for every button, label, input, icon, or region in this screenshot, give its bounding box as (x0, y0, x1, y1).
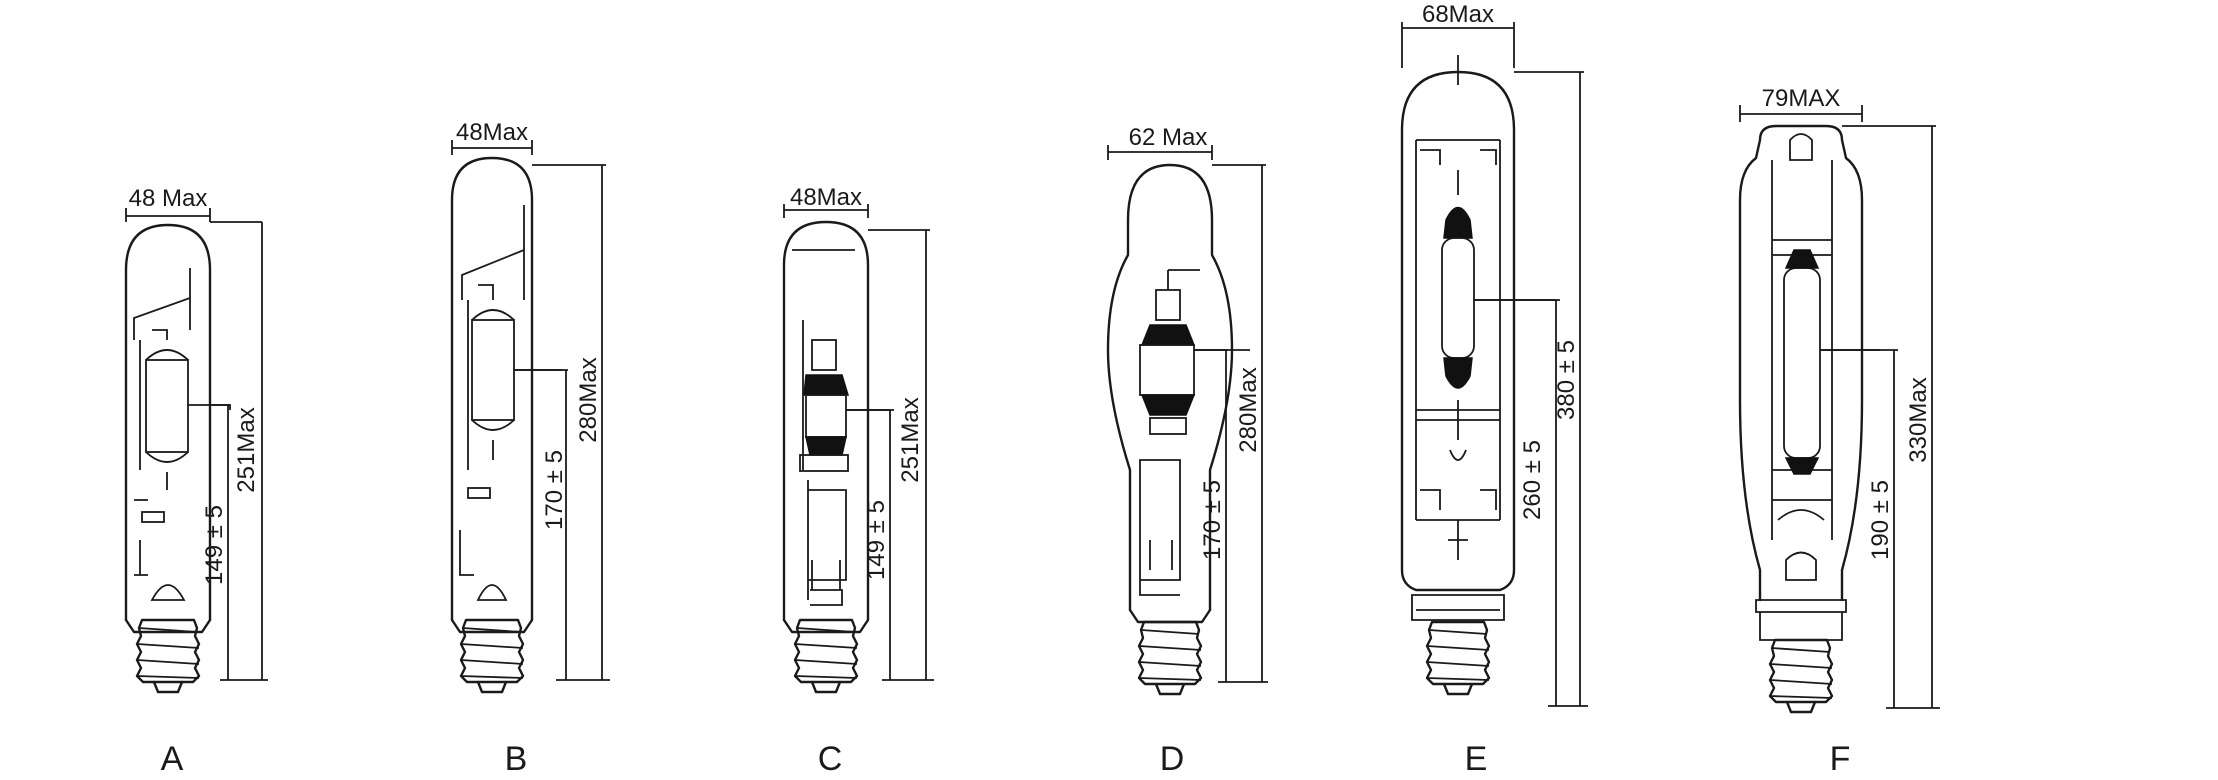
overall-label-d: 280Max (1235, 367, 1262, 452)
lamp-label-f: F (1830, 740, 1851, 778)
lamp-label-e: E (1465, 740, 1488, 778)
lamp-e: 68Max 380 ± 5 260 ± 5 E (1400, 1, 1588, 778)
width-label-a: 48 Max (129, 185, 208, 212)
center-label-a: 149 ± 5 (201, 505, 228, 585)
overall-label-b: 280Max (575, 357, 602, 442)
width-label-e: 68Max (1422, 1, 1494, 28)
center-label-d: 170 ± 5 (1199, 480, 1226, 560)
lamp-label-a: A (161, 740, 184, 778)
center-label-f: 190 ± 5 (1867, 480, 1894, 560)
lamp-d: 62 Max 280Max 170 ± 5 D (1106, 124, 1268, 778)
width-label-c: 48Max (790, 184, 862, 211)
width-label-f: 79MAX (1762, 85, 1841, 112)
lamp-f: 79MAX 330Max 190 ± 5 F (1738, 85, 1940, 778)
center-label-e: 260 ± 5 (1519, 440, 1546, 520)
overall-label-e: 380 ± 5 (1553, 340, 1580, 420)
overall-label-a: 251Max (233, 407, 260, 492)
overall-label-c: 251Max (897, 397, 924, 482)
lamp-b: 48Max 280Max 170 ± 5 B (450, 119, 610, 778)
lamp-a: 48 Max 251Max 149 ± 5 A (124, 185, 268, 778)
width-label-d: 62 Max (1129, 124, 1208, 151)
center-label-b: 170 ± 5 (541, 450, 568, 530)
lamp-label-b: B (505, 740, 528, 778)
width-label-b: 48Max (456, 119, 528, 146)
center-label-c: 149 ± 5 (863, 500, 890, 580)
overall-label-f: 330Max (1905, 377, 1932, 462)
lamp-label-d: D (1160, 740, 1185, 778)
lamp-label-c: C (818, 740, 843, 778)
lamp-c: 48Max 251Max 149 ± 5 C (782, 184, 934, 778)
